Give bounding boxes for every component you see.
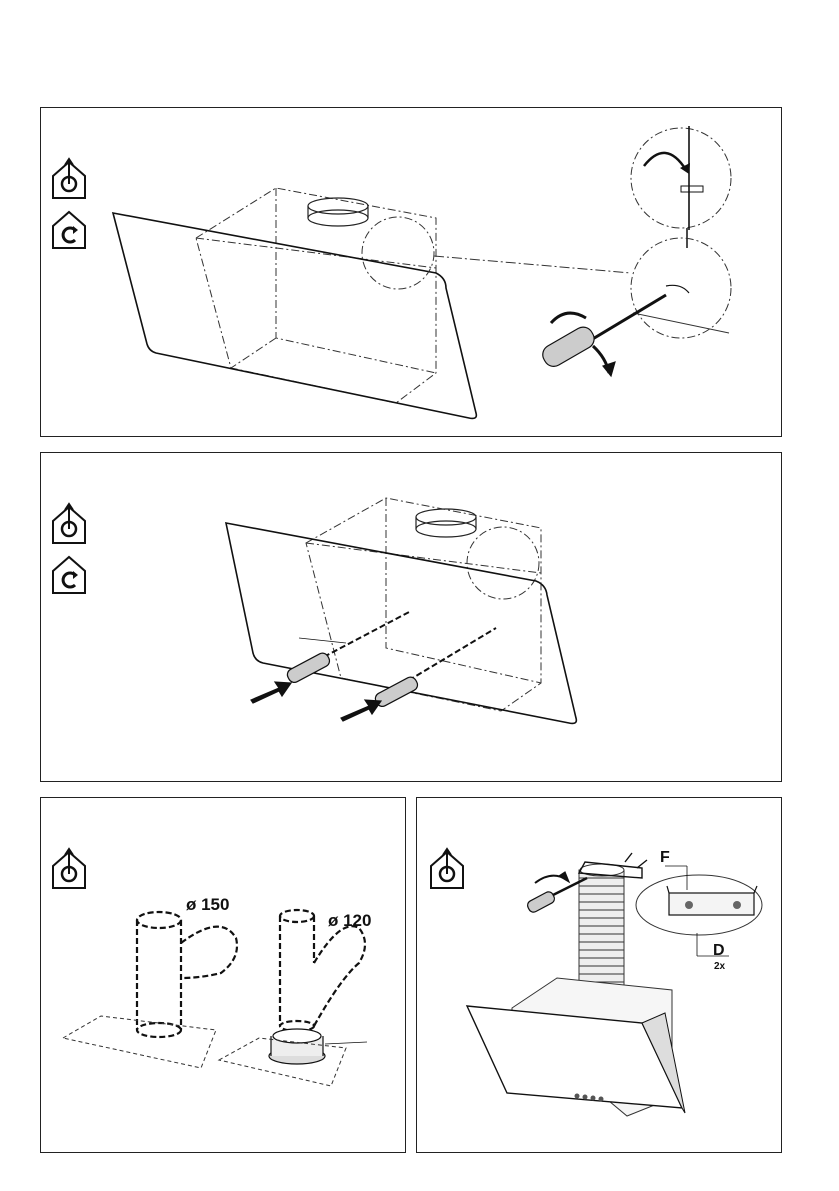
recirculation-mode-icon [53,212,85,248]
panel-2-illustration [41,453,783,783]
label-f: F [660,849,670,866]
panel-3-illustration: ø 150 ø 120 [41,798,407,1154]
step-panel-1 [40,107,782,437]
hood-box-outline [196,188,436,403]
push-arrow-1 [251,682,291,703]
detail-circle [467,527,539,599]
duct-collar [416,509,476,537]
reducer [269,1029,325,1064]
recirculation-mode-icon [53,557,85,593]
screw-detail [631,238,731,338]
step-panel-4: F D 2x [416,797,782,1153]
step-panel-2 [40,452,782,782]
ducted-mode-icon [53,849,85,888]
ducted-mode-icon [431,849,463,888]
screwdriver [526,872,587,914]
duct-collar [308,198,368,226]
panel-1-illustration [41,108,783,438]
diameter-120-label: ø 120 [328,911,371,930]
glass-panel [113,213,476,418]
wall-plug-detail [631,126,731,230]
ducted-mode-icon [53,504,85,543]
label-qty: 2x [714,961,726,972]
screwdrivers [251,611,496,721]
panel-4-illustration: F D 2x [417,798,783,1154]
screwdriver [539,295,666,376]
bracket-detail [636,866,762,956]
ceiling-plate-left [63,1016,216,1068]
duct-150 [137,912,237,1037]
detail-circle-small [362,217,434,289]
step-panel-3: ø 150 ø 120 [40,797,406,1153]
push-arrow-2 [341,700,381,721]
diameter-150-label: ø 150 [186,895,229,914]
ducted-mode-icon [53,159,85,198]
label-d: D [713,942,725,959]
